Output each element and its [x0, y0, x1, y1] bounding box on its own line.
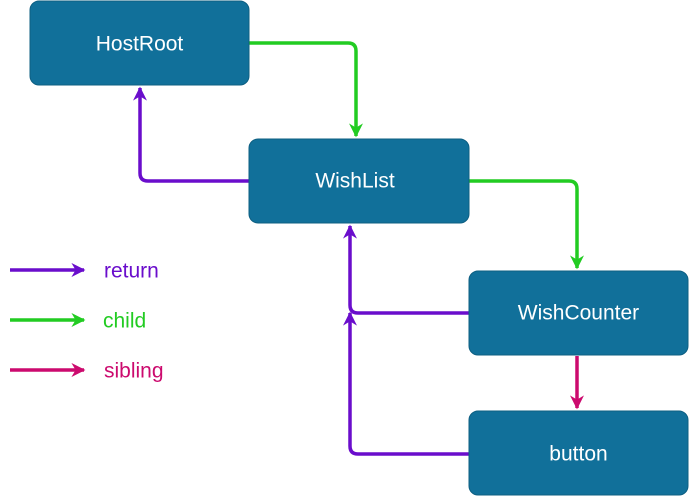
node-wish-counter: WishCounter [468, 270, 689, 356]
edge-return-button-wishlist [343, 311, 469, 456]
legend-return-label: return [104, 260, 159, 283]
node-host-root: HostRoot [29, 0, 250, 86]
node-button: button [468, 410, 689, 496]
node-host-root-label: HostRoot [96, 33, 184, 56]
edge-return-wishcounter-wishlist [343, 224, 469, 315]
edge-child-hostroot-wishlist [249, 41, 363, 138]
legend: return child sibling [10, 260, 164, 383]
node-button-label: button [549, 443, 607, 466]
node-wish-list-label: WishList [315, 170, 395, 193]
edge-return-wishlist-hostroot [133, 86, 249, 183]
legend-sibling-label: sibling [104, 360, 164, 383]
legend-child-label: child [103, 310, 146, 333]
node-wish-counter-label: WishCounter [518, 302, 639, 325]
node-wish-list: WishList [248, 138, 470, 224]
edge-child-wishlist-wishcounter [469, 179, 584, 270]
